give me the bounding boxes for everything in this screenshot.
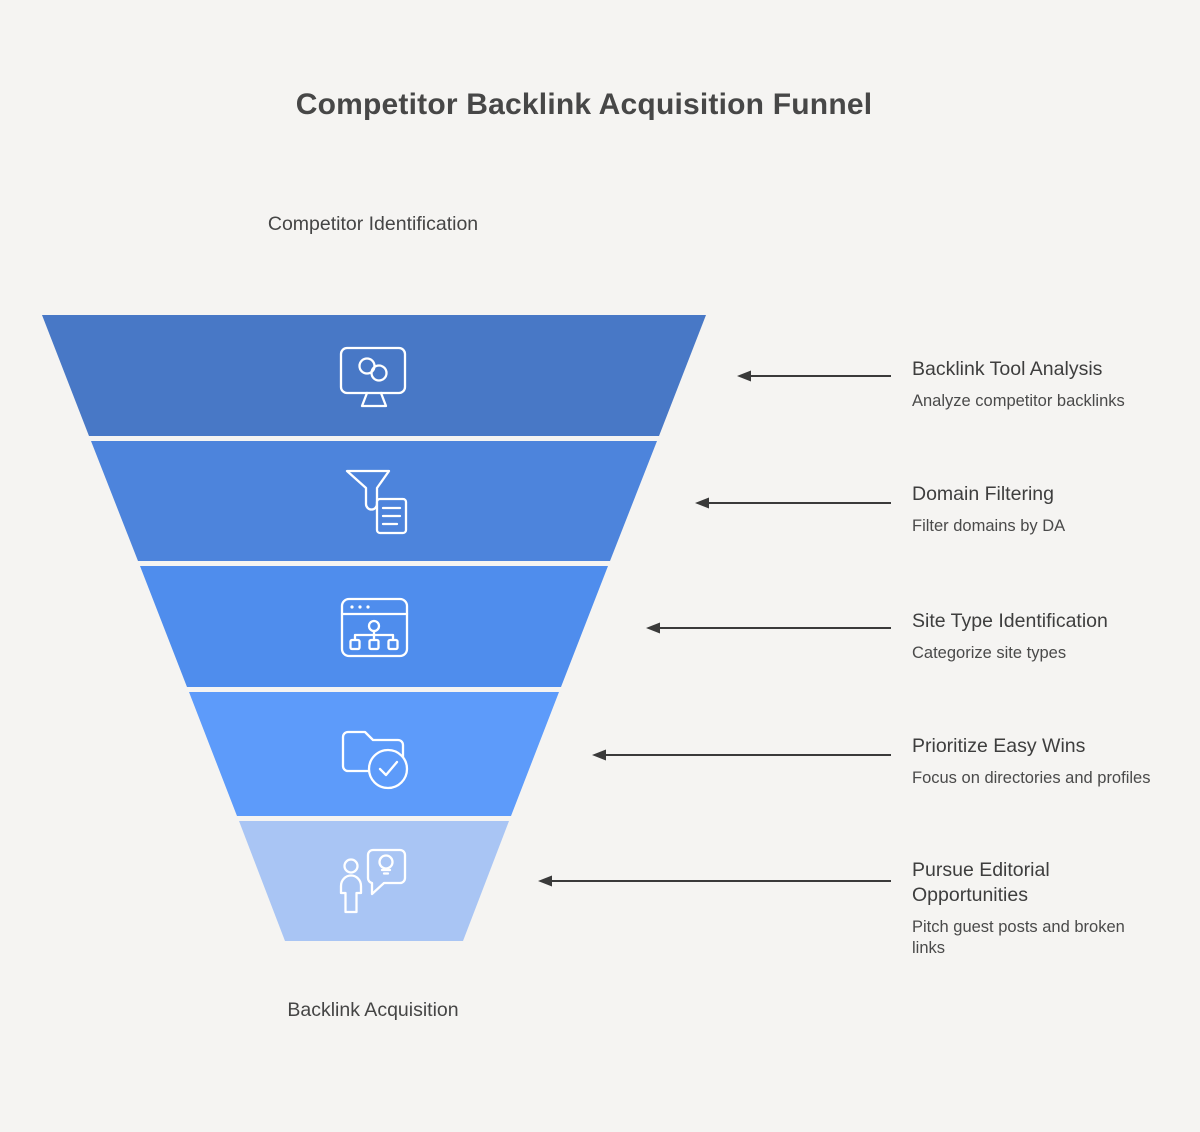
stage-label-3: Site Type Identification Categorize site… (912, 609, 1155, 664)
stage-title: Pursue Editorial Opportunities (912, 859, 1050, 906)
funnel-top-label: Competitor Identification (267, 213, 479, 235)
arrow-stage-2 (695, 497, 891, 509)
stage-description: Focus on directories and profiles (912, 769, 1151, 787)
page-title: Competitor Backlink Acquisition Funnel (295, 88, 873, 121)
funnel-document-icon (345, 469, 408, 535)
stage-description: Filter domains by DA (912, 517, 1066, 535)
funnel-stage-3 (140, 566, 608, 687)
stage-description: Analyze competitor backlinks (912, 392, 1125, 410)
arrow-stage-4 (592, 749, 891, 761)
arrow-stage-1 (737, 370, 891, 382)
funnel-bottom-label: Backlink Acquisition (287, 999, 459, 1021)
monitor-link-icon (339, 346, 407, 408)
browser-sitemap-icon (340, 597, 409, 658)
stage-label-1: Backlink Tool Analysis Analyze competito… (912, 357, 1155, 412)
stage-label-5: Pursue Editorial Opportunities Pitch gue… (912, 858, 1155, 959)
arrow-stage-5 (538, 875, 891, 887)
funnel-stage-2 (91, 441, 657, 561)
funnel-stage-1 (42, 315, 706, 436)
stage-label-4: Prioritize Easy Wins Focus on directorie… (912, 734, 1155, 789)
folder-check-icon (341, 730, 409, 790)
arrow-stage-3 (646, 622, 891, 634)
stage-title: Backlink Tool Analysis (912, 358, 1103, 380)
stage-title: Prioritize Easy Wins (912, 735, 1086, 757)
stage-title: Site Type Identification (912, 610, 1108, 632)
person-idea-bubble-icon (339, 848, 407, 914)
funnel-stage-4 (189, 692, 559, 816)
stage-description: Pitch guest posts and broken links (912, 918, 1125, 957)
stage-label-2: Domain Filtering Filter domains by DA (912, 482, 1155, 537)
stage-description: Categorize site types (912, 644, 1067, 662)
stage-title: Domain Filtering (912, 483, 1054, 505)
